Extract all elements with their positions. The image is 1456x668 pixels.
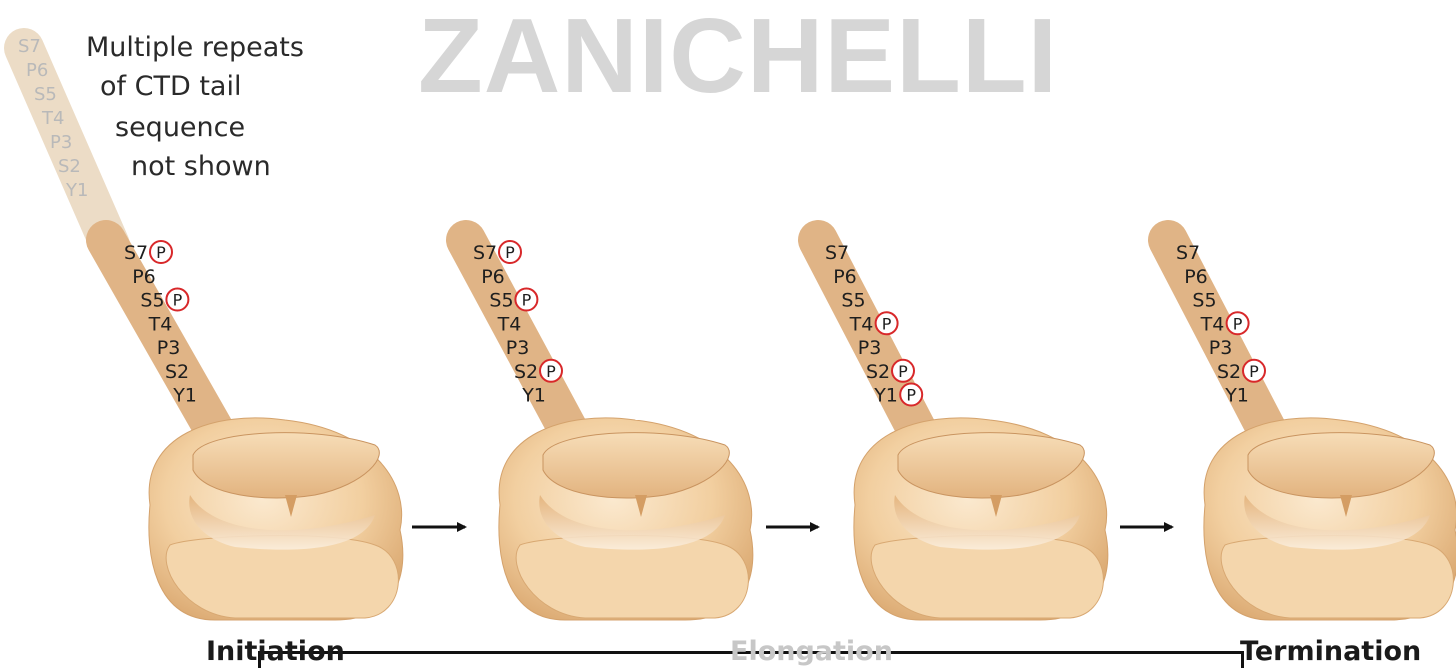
note-line-3: sequence [115,112,245,144]
phosphate-label: P [906,386,916,405]
residue-s5: S5 [1192,290,1216,312]
phosphate-label: P [522,291,532,310]
residue-y1: Y1 [1224,385,1249,407]
phosphate-label: P [898,362,908,381]
residue-y1: Y1 [521,385,546,407]
elongation-label: Elongation [730,636,893,668]
termination-label: Termination [1240,636,1421,668]
residue-s2: S2 [1217,361,1241,383]
residue-p3: P3 [1209,337,1233,359]
polymerase-body [499,418,753,620]
residue-p3: P3 [858,337,882,359]
phosphate-label: P [505,243,515,262]
faded-residue-s5: S5 [34,84,57,105]
polymerase-body [854,418,1108,620]
phosphate-label: P [1249,362,1259,381]
residue-s2: S2 [165,361,189,383]
polymerase-body [1204,418,1456,620]
residue-p6: P6 [481,266,505,288]
note-line-2: of CTD tail [100,71,241,103]
residue-t4: T4 [148,313,173,335]
residue-s7: S7 [1176,242,1200,264]
faded-residue-t4: T4 [41,108,64,129]
residue-t4: T4 [1200,313,1225,335]
residue-s7: S7 [124,242,148,264]
faded-residue-s7: S7 [18,36,41,57]
residue-s7: S7 [825,242,849,264]
residue-s2: S2 [514,361,538,383]
residue-t4: T4 [849,313,874,335]
faded-residue-s2: S2 [58,156,81,177]
residue-p3: P3 [157,337,181,359]
phosphate-label: P [1233,314,1243,333]
residue-s7: S7 [473,242,497,264]
residue-s5: S5 [140,290,164,312]
polymerase-body [149,418,403,620]
phosphate-label: P [156,243,166,262]
residue-t4: T4 [497,313,522,335]
faded-residue-p3: P3 [50,132,72,153]
residue-p6: P6 [1184,266,1208,288]
residue-p3: P3 [506,337,530,359]
residue-p6: P6 [132,266,156,288]
residue-p6: P6 [833,266,857,288]
phosphate-label: P [882,314,892,333]
residue-y1: Y1 [873,385,898,407]
phosphate-label: P [546,362,556,381]
residue-s5: S5 [841,290,865,312]
faded-residue-p6: P6 [26,60,48,81]
note-line-1: Multiple repeats [86,32,304,64]
note-line-4: not shown [131,151,271,183]
residue-s2: S2 [866,361,890,383]
phosphate-label: P [173,291,183,310]
residue-s5: S5 [489,290,513,312]
initiation-label: Initiation [206,636,345,668]
faded-residue-y1: Y1 [65,180,88,201]
residue-y1: Y1 [172,385,197,407]
